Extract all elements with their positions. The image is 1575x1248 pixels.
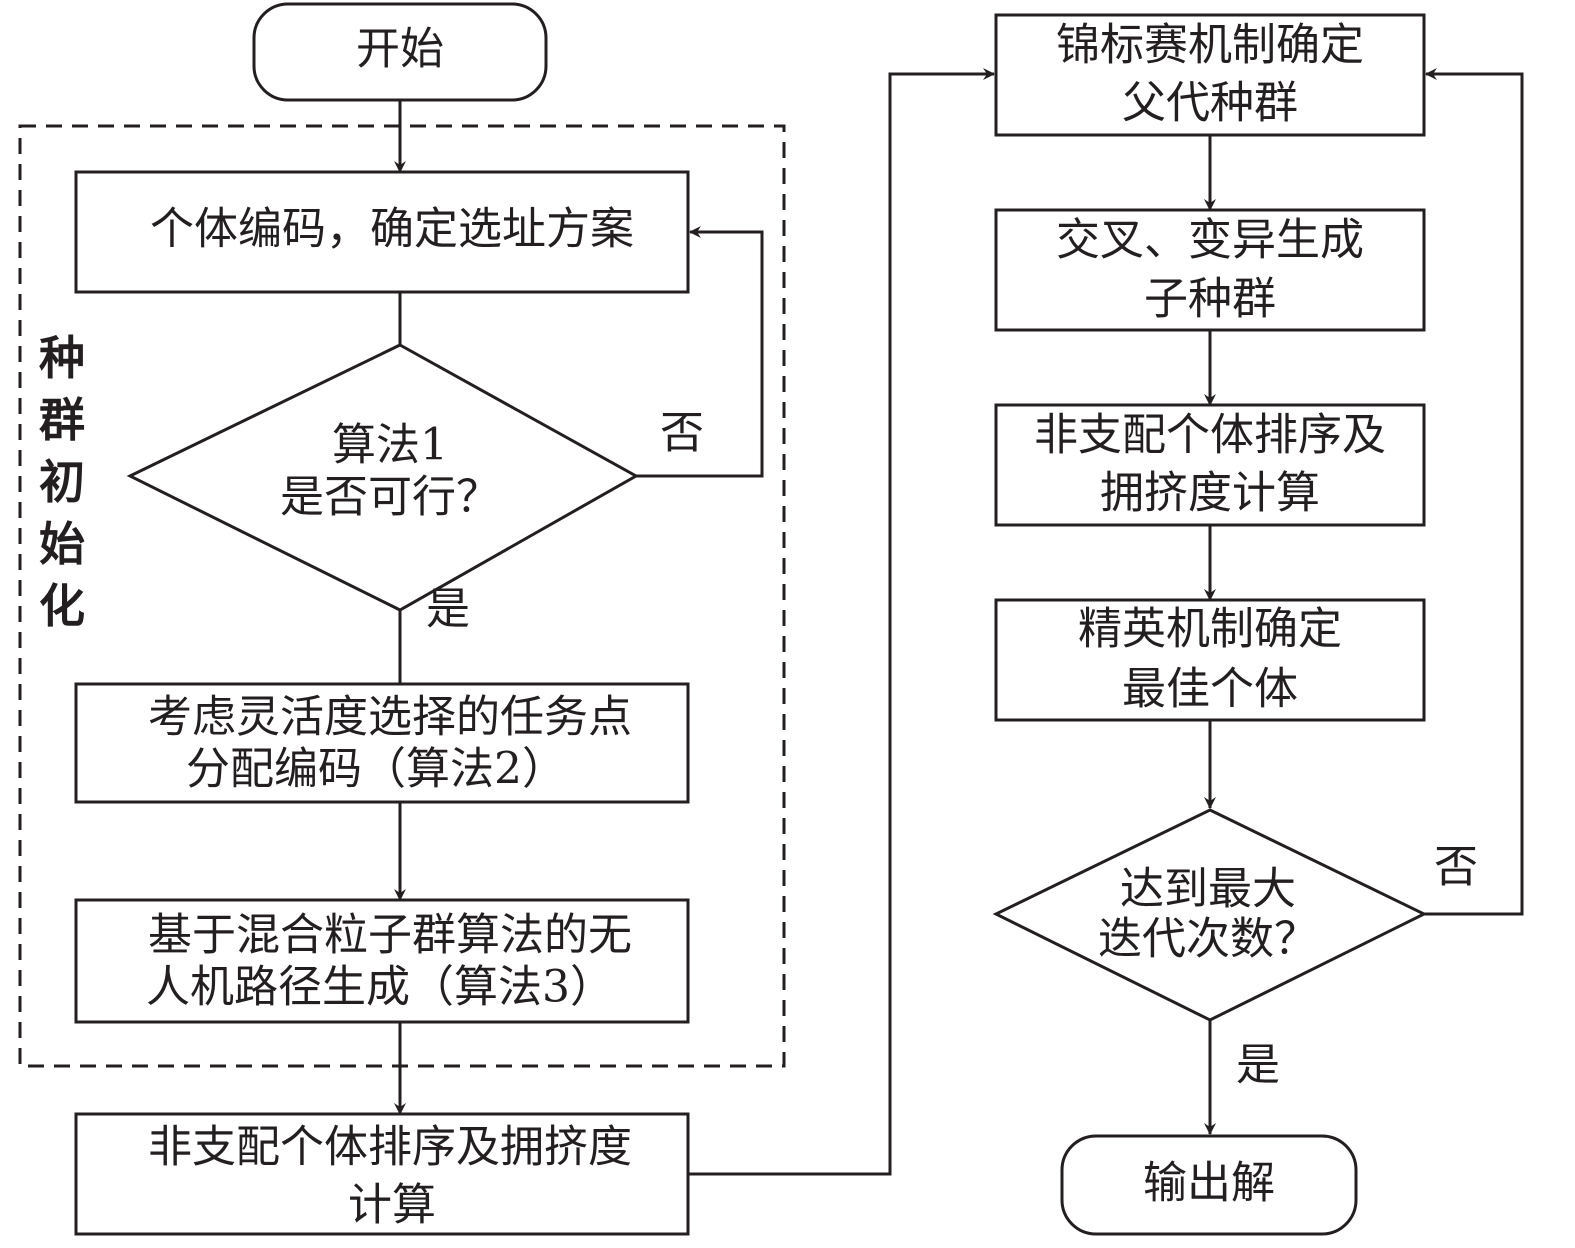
edge-sort-left-to-tournament	[688, 68, 995, 1176]
crossover-node: 交叉、变异生成 子种群	[994, 208, 1426, 332]
svg-text:计算: 计算	[348, 1180, 436, 1231]
svg-text:种: 种	[39, 331, 85, 385]
svg-text:父代种群: 父代种群	[1122, 78, 1298, 129]
assign-node: 考虑灵活度选择的任务点 分配编码（算法2）	[74, 682, 690, 804]
svg-text:考虑灵活度选择的任务点: 考虑灵活度选择的任务点	[148, 692, 632, 743]
algo1-yes-label: 是	[426, 584, 470, 635]
svg-text:是否可行？: 是否可行？	[280, 472, 500, 523]
svg-text:交叉、变异生成: 交叉、变异生成	[1056, 215, 1364, 266]
svg-text:分配编码（算法2）: 分配编码（算法2）	[186, 744, 566, 795]
svg-text:算法1: 算法1	[332, 420, 448, 471]
elite-node: 精英机制确定 最佳个体	[994, 598, 1426, 722]
population-init-group	[18, 124, 786, 1068]
svg-text:始: 始	[39, 517, 85, 571]
svg-text:达到最大: 达到最大	[1120, 864, 1296, 915]
tournament-node: 锦标赛机制确定 父代种群	[994, 13, 1426, 137]
svg-text:最佳个体: 最佳个体	[1122, 664, 1298, 715]
svg-text:个体编码，确定选址方案: 个体编码，确定选址方案	[150, 204, 634, 255]
sort-right-node: 非支配个体排序及 拥挤度计算	[994, 403, 1426, 527]
maxiter-yes-label: 是	[1236, 1040, 1280, 1091]
svg-text:迭代次数？: 迭代次数？	[1098, 914, 1318, 965]
svg-text:化: 化	[39, 579, 85, 633]
edge-maxiter-no-loop	[1424, 68, 1524, 916]
svg-text:人机路径生成（算法3）: 人机路径生成（算法3）	[146, 962, 614, 1013]
svg-text:子种群: 子种群	[1144, 274, 1276, 325]
svg-text:非支配个体排序及拥挤度: 非支配个体排序及拥挤度	[148, 1122, 632, 1173]
svg-text:精英机制确定: 精英机制确定	[1078, 604, 1342, 655]
maxiter-no-label: 否	[1434, 842, 1478, 893]
path-node: 基于混合粒子群算法的无 人机路径生成（算法3）	[74, 898, 690, 1024]
maxiter-decision: 达到最大 迭代次数？	[992, 808, 1428, 1022]
svg-text:锦标赛机制确定: 锦标赛机制确定	[1056, 20, 1364, 71]
algo1-decision: 算法1 是否可行？	[126, 343, 640, 612]
output-node: 输出解	[1060, 1134, 1358, 1236]
svg-text:输出解: 输出解	[1143, 1158, 1275, 1209]
svg-text:非支配个体排序及: 非支配个体排序及	[1034, 410, 1386, 461]
svg-text:拥挤度计算: 拥挤度计算	[1100, 468, 1320, 519]
svg-text:群: 群	[39, 393, 85, 447]
svg-text:基于混合粒子群算法的无: 基于混合粒子群算法的无	[148, 910, 632, 961]
population-init-label: 种 群 初 始 化	[39, 331, 85, 633]
start-node: 开始	[252, 2, 548, 102]
sort-left-node: 非支配个体排序及拥挤度 计算	[74, 1112, 690, 1236]
svg-text:初: 初	[39, 455, 85, 509]
edge-algo1-no-loop	[636, 226, 764, 478]
algo1-no-label: 否	[660, 408, 704, 459]
svg-text:开始: 开始	[356, 24, 444, 75]
encode-node: 个体编码，确定选址方案	[74, 170, 690, 294]
